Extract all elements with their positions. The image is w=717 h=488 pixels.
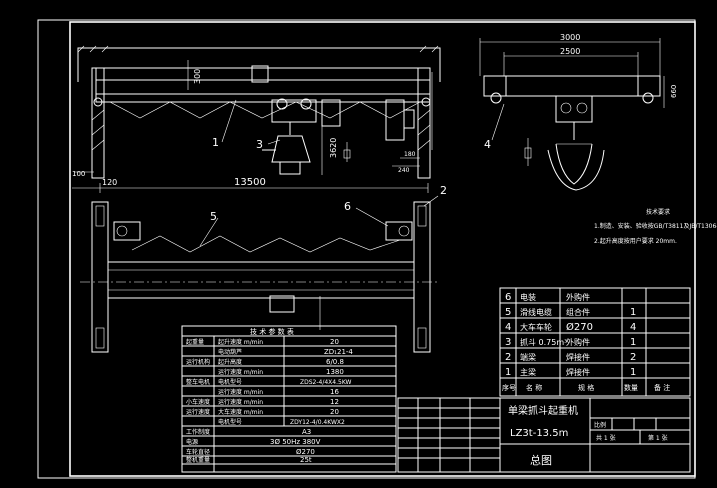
spec-table-grid [181, 325, 397, 473]
title-sheet: 共 1 张 [596, 434, 616, 442]
parts-note: 焊接件 [566, 352, 590, 362]
spec-cell: A3 [302, 428, 311, 436]
spec-cell: 20 [330, 338, 339, 346]
title-block-grid [397, 397, 691, 473]
parts-note: Ø270 [566, 321, 593, 333]
parts-name: 电装 [520, 292, 536, 302]
parts-header-name: 名 称 [526, 383, 542, 392]
notes-title: 技术要求 [646, 208, 670, 216]
plan-view [80, 201, 440, 353]
title-name: 单梁抓斗起重机 [508, 404, 578, 417]
spec-cell: 25t [300, 456, 312, 464]
callout-3: 3 [256, 138, 263, 151]
parts-qty: 1 [630, 337, 636, 348]
spec-cell: 整车电机 [186, 378, 210, 386]
callout-2: 2 [440, 184, 447, 197]
spec-cell: ZDS2-4/4X4.5KW [300, 379, 352, 386]
spec-cell: 电机型号 [218, 418, 242, 426]
callout-6: 6 [344, 200, 351, 213]
dim-side-h: 660 [670, 85, 678, 98]
parts-table: 6 电装 外购件 5 滑线电缆 1 组合件 4 大车车轮 4 Ø270 3 抓斗… [502, 292, 670, 392]
spec-cell: 3Ø 50Hz 380V [270, 438, 321, 446]
spec-cell: 小车速度 [186, 398, 210, 406]
spec-header: 技 术 参 数 表 [250, 327, 294, 336]
spec-cell: 运行速度 m/min [218, 368, 263, 376]
dim-height-main: 3620 [329, 138, 338, 158]
parts-note: 焊接件 [566, 367, 590, 377]
spec-table: 技 术 参 数 表 起重量 起升速度 m/min 20 电动葫芦 ZD₁21-4… [186, 327, 353, 464]
parts-qty: 2 [630, 352, 636, 363]
parts-table-grid [499, 287, 691, 397]
parts-qty: 1 [630, 367, 636, 378]
dim-left-small: 100 [72, 170, 85, 178]
parts-note: 外购件 [566, 292, 590, 302]
dim-right-w2: 240 [398, 167, 410, 174]
parts-no: 6 [505, 292, 511, 303]
parts-name: 抓斗 0.75m³ [520, 337, 567, 347]
spec-cell: 起重量 [186, 338, 204, 346]
callout-4: 4 [484, 138, 491, 151]
spec-cell: ZDY12-4/0.4KWX2 [290, 419, 345, 426]
notes-line1: 1.制造、安装、验收按GB/T3811及JB/T1306-94. [594, 222, 717, 230]
title-scale-label: 比例 [594, 421, 606, 429]
spec-cell: 车轮直径 [186, 448, 210, 456]
spec-cell: 运行速度 m/min [218, 398, 263, 406]
spec-cell: 16 [330, 388, 339, 396]
parts-qty: 4 [630, 322, 636, 333]
spec-cell: ZD₁21-4 [324, 348, 353, 356]
parts-note: 组合件 [566, 307, 590, 317]
title-block: 单梁抓斗起重机 LZ3t-13.5m 总图 比例 共 1 张 第 1 张 [508, 404, 668, 467]
spec-cell: 起升高度 [218, 358, 242, 366]
spec-cell: 1380 [326, 368, 344, 376]
parts-header-no: 序号 [502, 383, 516, 392]
spec-cell: 12 [330, 398, 339, 406]
spec-cell: 大车速度 m/min [218, 408, 263, 416]
callout-5: 5 [210, 210, 217, 223]
spec-cell: 整机重量 [186, 456, 210, 464]
parts-no: 2 [505, 352, 511, 363]
parts-name: 大车车轮 [520, 322, 552, 332]
parts-no: 1 [505, 367, 511, 378]
spec-cell: 电动葫芦 [218, 348, 242, 356]
side-view [479, 38, 665, 191]
parts-name: 端梁 [520, 352, 536, 362]
leaders [199, 99, 439, 247]
notes-line2: 2.起升高度按用户要求 20mm. [594, 237, 677, 245]
spec-cell: 工作制度 [186, 428, 210, 436]
dim-right-w1: 180 [404, 151, 416, 158]
spec-cell: 运行速度 [186, 408, 210, 416]
dim-span: 13500 [234, 177, 266, 188]
spec-cell: 电源 [186, 438, 198, 446]
parts-header-spec: 规 格 [578, 383, 594, 392]
parts-note: 外购件 [566, 337, 590, 347]
dim-left-offset: 120 [102, 178, 117, 187]
front-view [72, 45, 441, 193]
spec-cell: Ø270 [296, 448, 315, 456]
title-sub: 总图 [530, 453, 552, 467]
parts-qty: 1 [630, 307, 636, 318]
parts-name: 滑线电缆 [520, 307, 552, 317]
parts-no: 5 [505, 307, 511, 318]
dim-side-inner: 2500 [560, 47, 580, 56]
outer-border [37, 19, 696, 479]
dim-beam-h: 300 [193, 69, 202, 84]
spec-cell: 起升速度 m/min [218, 338, 263, 346]
spec-cell: 运行速度 m/min [218, 388, 263, 396]
title-sheet2: 第 1 张 [648, 434, 668, 442]
callout-1: 1 [212, 136, 219, 149]
spec-cell: 6/0.8 [326, 358, 344, 366]
parts-name: 主梁 [520, 367, 536, 377]
dim-side-total: 3000 [560, 33, 580, 42]
parts-header-qty: 数量 [624, 383, 638, 392]
parts-no: 3 [505, 337, 511, 348]
spec-cell: 20 [330, 408, 339, 416]
spec-cell: 电机型号 [218, 378, 242, 386]
parts-no: 4 [505, 322, 511, 333]
spec-cell: 运行机构 [186, 358, 210, 366]
inner-border [69, 21, 696, 477]
title-model: LZ3t-13.5m [510, 428, 568, 439]
parts-header-note: 备 注 [654, 383, 670, 392]
